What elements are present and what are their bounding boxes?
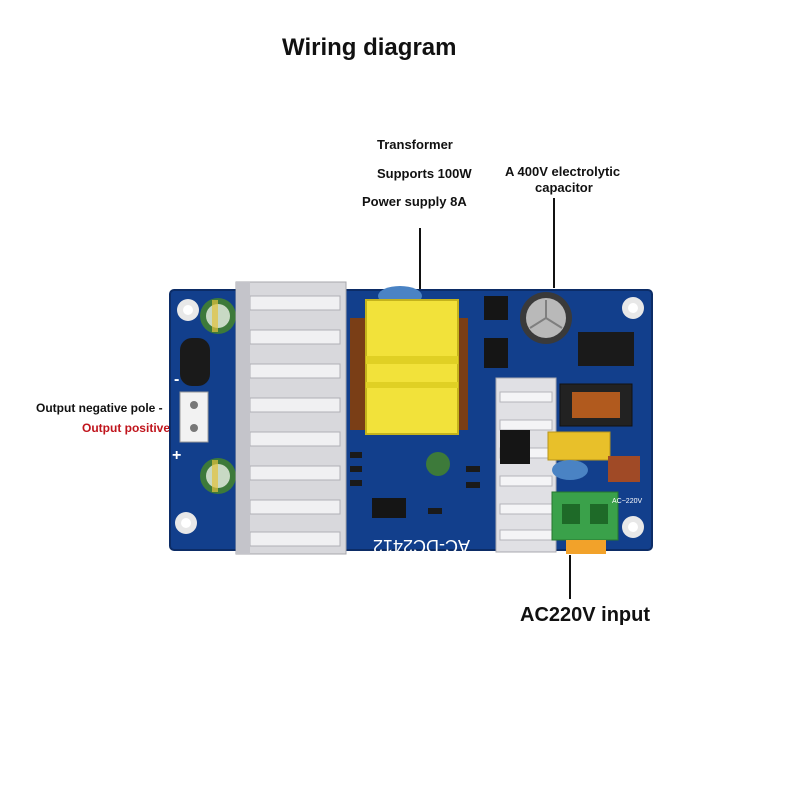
- smd-resistor-2: [350, 466, 362, 472]
- common-mode-choke: [559, 383, 633, 427]
- board-model-text: AC-DC2412: [373, 536, 470, 556]
- ic-chip: [484, 296, 508, 320]
- left-heatsink: [235, 281, 347, 555]
- plus-mark: +: [172, 447, 181, 464]
- transformer: [350, 299, 468, 435]
- leader-capacitor: [553, 198, 555, 288]
- leader-transformer: [419, 228, 421, 306]
- output-capacitor-bottom: [200, 458, 236, 494]
- power-mosfet: [500, 430, 530, 464]
- leader-ac-input: [569, 555, 571, 599]
- smd-resistor-5: [466, 482, 480, 488]
- smd-resistor-1: [350, 452, 362, 458]
- label-capacitor-line2: capacitor: [535, 180, 593, 195]
- right-heatsink: [495, 377, 557, 553]
- smd-resistor-6: [428, 508, 442, 514]
- label-ac-input: AC220V input: [520, 604, 651, 626]
- mounting-hole-bottom-left: [175, 512, 197, 534]
- disc-capacitor: [552, 460, 588, 480]
- smd-resistor-4: [466, 466, 480, 472]
- x-capacitor: [547, 431, 611, 461]
- ac-input-terminal: [551, 491, 619, 554]
- fuse: [608, 456, 640, 482]
- optocoupler: [372, 498, 406, 518]
- mounting-hole-top-left: [177, 299, 199, 321]
- label-transformer: Transformer: [377, 137, 453, 152]
- bridge-rectifier: [578, 332, 634, 366]
- mounting-hole-top-right: [622, 297, 644, 319]
- ac-terminal-mark: AC~220V: [612, 498, 642, 505]
- output-terminal: [179, 391, 209, 443]
- label-capacitor-line1: A 400V electrolytic: [505, 164, 621, 179]
- label-supports-100w: Supports 100W: [377, 166, 472, 181]
- output-capacitor-top: [200, 298, 236, 334]
- label-power-supply-8a: Power supply 8A: [362, 194, 467, 209]
- electrolytic-capacitor: [520, 292, 572, 344]
- small-capacitor: [426, 452, 450, 476]
- minus-mark: -: [174, 371, 179, 388]
- page-title: Wiring diagram: [282, 34, 457, 61]
- transistor: [484, 338, 508, 368]
- smd-resistor-3: [350, 480, 362, 486]
- output-inductor: [180, 338, 210, 386]
- mounting-hole-bottom-right: [622, 516, 644, 538]
- label-output-negative: Output negative pole -: [36, 401, 163, 415]
